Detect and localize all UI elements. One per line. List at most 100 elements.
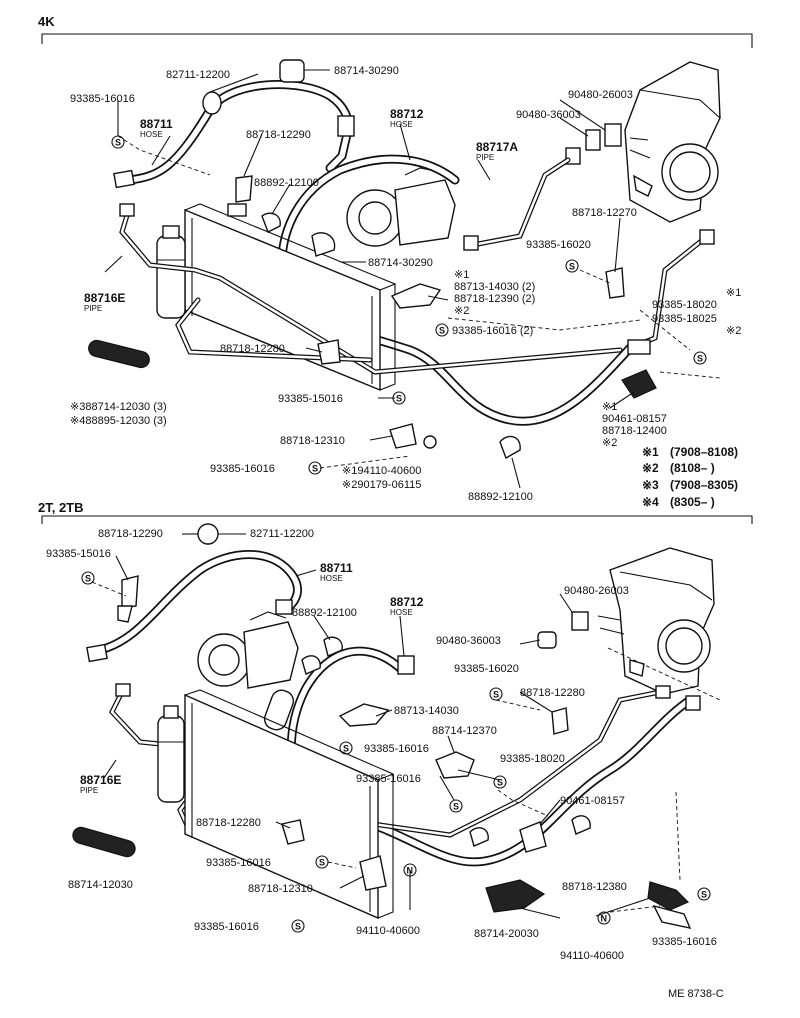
label-88711-b: 88711: [320, 561, 353, 575]
reference-code: ME 8738-C: [668, 988, 724, 1000]
label-93385-16016-b: 93385-16016: [210, 463, 275, 475]
label-88712-b: 88712: [390, 595, 424, 609]
label-93385-16016-c: 93385-16016: [364, 743, 429, 755]
label-88718-12270: 88718-12270: [572, 207, 637, 219]
section-frame-4k: [41, 33, 753, 48]
label-90179-06115: ※290179-06115: [342, 479, 421, 491]
label-93385-16016-2: 93385-16016 (2): [452, 325, 533, 337]
label-93385-16020: 93385-16020: [526, 239, 591, 251]
bottom-drawing: [72, 523, 721, 929]
label-88714-12030-b: 88714-12030: [68, 879, 133, 891]
svg-text:※3: ※3: [642, 478, 659, 492]
label-88892-12100-b: 88892-12100: [468, 491, 533, 503]
svg-text:※2: ※2: [642, 461, 659, 475]
label-88712: 88712: [390, 107, 424, 121]
svg-text:HOSE: HOSE: [320, 574, 343, 583]
svg-text:S: S: [396, 394, 402, 404]
label-90480-36003-b: 90480-36003: [436, 635, 501, 647]
bottom-labels: 88718-12290 82711-12200 93385-15016 8871…: [46, 528, 724, 1000]
label-93385-15016-b: 93385-15016: [46, 548, 111, 560]
label-88895-12030-3: ※488895-12030 (3): [70, 415, 167, 427]
label-93385-18020-b: 93385-18020: [500, 753, 565, 765]
label-88718-12380: 88718-12380: [562, 881, 627, 893]
label-93385-18020-a: 93385-18020: [652, 299, 717, 311]
label-90480-26003-b: 90480-26003: [564, 585, 629, 597]
svg-text:PIPE: PIPE: [84, 304, 102, 313]
label-88718-12390: 88718-12390 (2): [454, 293, 535, 305]
label-88713-14030: 88713-14030 (2): [454, 281, 535, 293]
fitting-90480-36003: [585, 129, 601, 151]
label-88714-30290-a: 88714-30290: [334, 65, 399, 77]
label-88718-12290-b: 88718-12290: [98, 528, 163, 540]
svg-text:※1: ※1: [726, 287, 741, 299]
label-82711-12200-b: 82711-12200: [250, 528, 314, 540]
svg-text:※2: ※2: [726, 325, 741, 337]
label-88716e-a: 88716E: [84, 291, 125, 305]
svg-text:(8305– ): (8305– ): [670, 495, 715, 509]
svg-text:HOSE: HOSE: [390, 608, 413, 617]
label-94110-40600-c: 94110-40600: [560, 950, 624, 962]
section-title-2t: 2T, 2TB: [38, 500, 84, 515]
label-88718-12400: 88718-12400: [602, 425, 667, 437]
svg-text:S: S: [319, 858, 325, 868]
label-94110-40600-b: 94110-40600: [356, 925, 420, 937]
top-markers: S S S S S S: [111, 135, 707, 475]
svg-text:HOSE: HOSE: [390, 120, 413, 129]
label-93385-15016-a: 93385-15016: [278, 393, 343, 405]
label-88718-12310-b: 88718-12310: [248, 883, 313, 895]
svg-text:S: S: [115, 138, 121, 148]
date-range-legend: ※1 (7908–8108) ※2 (8108– ) ※3 (7908–8305…: [642, 445, 738, 509]
label-93385-16016-f: 93385-16016: [194, 921, 259, 933]
label-93385-16016-g: 93385-16016: [652, 936, 717, 948]
label-90461-08157-b: 90461-08157: [560, 795, 625, 807]
svg-text:(8108– ): (8108– ): [670, 461, 715, 475]
svg-text:S: S: [497, 778, 503, 788]
evaporator-unit-bottom: [609, 547, 715, 695]
svg-text:PIPE: PIPE: [80, 786, 98, 795]
svg-text:S: S: [569, 262, 575, 272]
fitting-90480-26003: [604, 123, 622, 147]
label-88711: 88711: [140, 117, 173, 131]
svg-text:※2: ※2: [454, 305, 469, 317]
svg-text:S: S: [493, 690, 499, 700]
evaporator-unit-top: [624, 61, 721, 223]
svg-text:※2: ※2: [602, 437, 617, 449]
label-88717a: 88717A: [476, 140, 518, 154]
label-93385-16016-a: 93385-16016: [70, 93, 135, 105]
svg-text:S: S: [343, 744, 349, 754]
hose-90461-08157: [621, 369, 657, 399]
svg-text:S: S: [701, 890, 707, 900]
label-88718-12290: 88718-12290: [246, 129, 311, 141]
svg-text:S: S: [439, 326, 445, 336]
svg-text:S: S: [453, 802, 459, 812]
collar-88714-30290: [279, 59, 305, 83]
top-drawing: [88, 59, 721, 489]
svg-text:※1: ※1: [454, 269, 469, 281]
label-93385-16016-e: 93385-16016: [206, 857, 271, 869]
svg-text:(7908–8305): (7908–8305): [670, 478, 738, 492]
label-93385-18025: 93385-18025: [652, 313, 717, 325]
label-94110-40600-a: ※194110-40600: [342, 465, 421, 477]
tube-88714-12030-b: [72, 826, 136, 858]
label-88714-30290-b: 88714-30290: [368, 257, 433, 269]
clamp-82711-12200: [202, 91, 222, 115]
svg-text:S: S: [85, 574, 91, 584]
svg-text:※1: ※1: [602, 401, 617, 413]
svg-text:S: S: [312, 464, 318, 474]
label-90480-36003: 90480-36003: [516, 109, 581, 121]
bottom-markers: S S S S S S S S N N: [81, 571, 711, 933]
tube-88714-12030: [88, 339, 150, 369]
label-88892-12100-c: 88892-12100: [292, 607, 357, 619]
svg-text:S: S: [697, 354, 703, 364]
bracket-88718-12380: [647, 881, 690, 911]
section-frame-2t: [41, 515, 753, 524]
label-88713-14030-b: 88713-14030: [394, 705, 459, 717]
label-82711-12200: 82711-12200: [166, 69, 230, 81]
label-88718-12310-a: 88718-12310: [280, 435, 345, 447]
hose-fitting-left: [113, 169, 135, 189]
clamp-82711-12200-b: [197, 523, 219, 545]
svg-text:HOSE: HOSE: [140, 130, 163, 139]
svg-text:N: N: [407, 866, 414, 876]
receiver-drier-bottom: [157, 715, 185, 803]
label-88718-12280-a: 88718-12280: [220, 343, 285, 355]
